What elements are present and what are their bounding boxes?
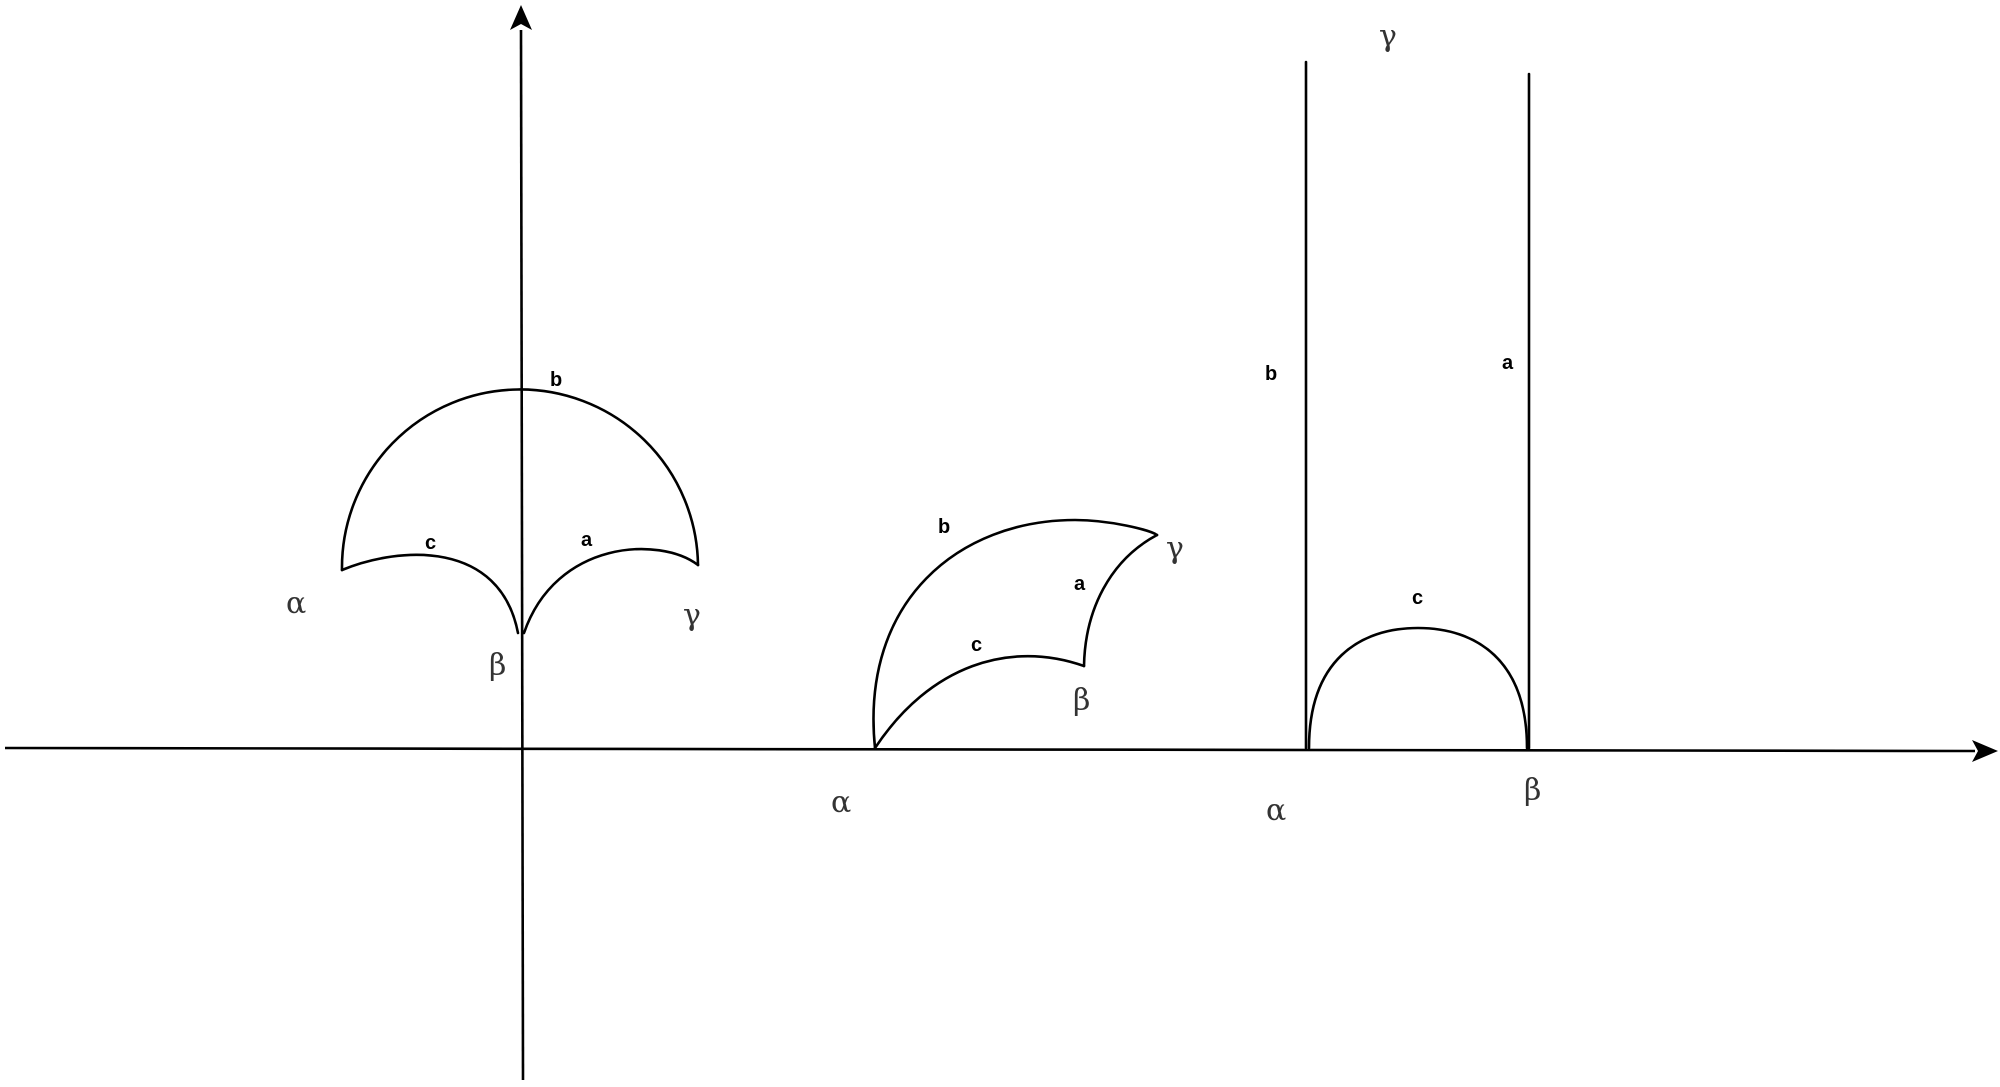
side-label-b: b: [1265, 363, 1277, 385]
side-label-b: b: [938, 516, 950, 538]
x-axis-line: [4, 746, 1976, 753]
triangle-left: b c a α β γ: [286, 369, 701, 683]
vertex-label-gamma: γ: [1166, 531, 1184, 566]
y-axis-arrowhead: [510, 5, 532, 30]
triangle-middle: b a c α β γ: [831, 516, 1184, 820]
side-a-arc: [1082, 533, 1159, 668]
side-c-arc: [1307, 626, 1529, 750]
vertex-label-gamma: γ: [683, 598, 701, 633]
side-c-arc: [873, 654, 1086, 750]
vertex-label-beta: β: [1073, 683, 1090, 718]
side-label-c: c: [1412, 587, 1423, 609]
vertex-label-beta: β: [489, 648, 506, 683]
vertex-label-alpha: α: [1266, 793, 1286, 828]
vertex-label-gamma: γ: [1379, 19, 1397, 54]
side-label-c: c: [425, 532, 436, 554]
side-label-b: b: [550, 369, 562, 391]
axes: [4, 5, 1998, 1081]
side-label-a: a: [1502, 352, 1514, 374]
side-a-arc: [522, 547, 700, 635]
vertex-label-alpha: α: [831, 785, 851, 820]
side-c-arc: [340, 553, 520, 635]
x-axis-arrowhead: [1972, 740, 1998, 762]
side-label-a: a: [1074, 573, 1086, 595]
side-label-a: a: [581, 529, 593, 551]
y-axis-line: [519, 29, 525, 1081]
side-b-arc: [872, 518, 1159, 750]
vertex-label-alpha: α: [286, 586, 306, 621]
side-label-c: c: [971, 634, 982, 656]
vertex-label-beta: β: [1524, 773, 1541, 808]
side-b-arc: [340, 388, 700, 572]
triangle-right: b a c γ α β: [1265, 19, 1541, 828]
